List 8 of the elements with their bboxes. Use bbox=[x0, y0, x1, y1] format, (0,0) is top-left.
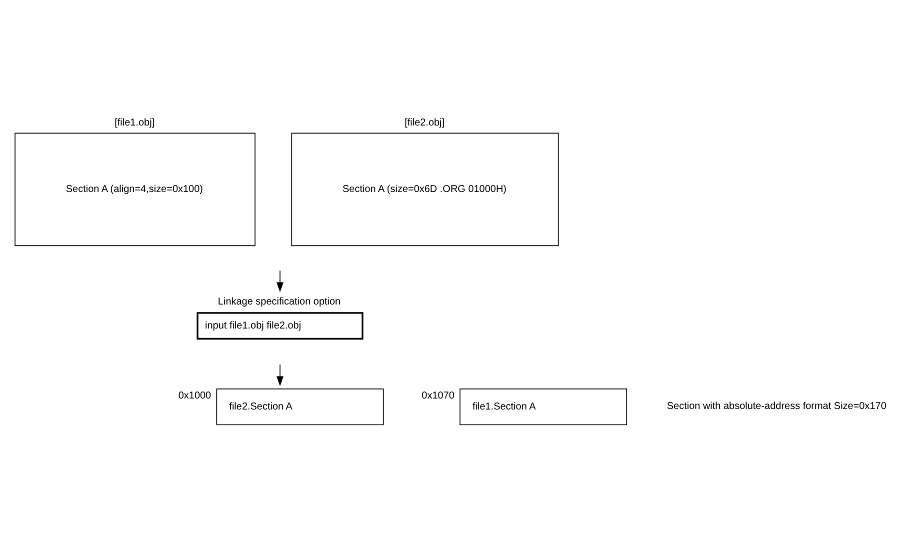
label: Section with absolute-address format Size=0x170 bbox=[666, 400, 886, 412]
arrow bbox=[276, 270, 284, 292]
node-label: [file1.obj] bbox=[114, 116, 155, 128]
arrow bbox=[276, 364, 284, 386]
node-label: 0x1000 bbox=[178, 390, 212, 402]
node-label: 0x1070 bbox=[422, 390, 454, 402]
node-label: Linkage specification option bbox=[218, 296, 341, 307]
node-label: [file2.obj] bbox=[404, 116, 445, 128]
